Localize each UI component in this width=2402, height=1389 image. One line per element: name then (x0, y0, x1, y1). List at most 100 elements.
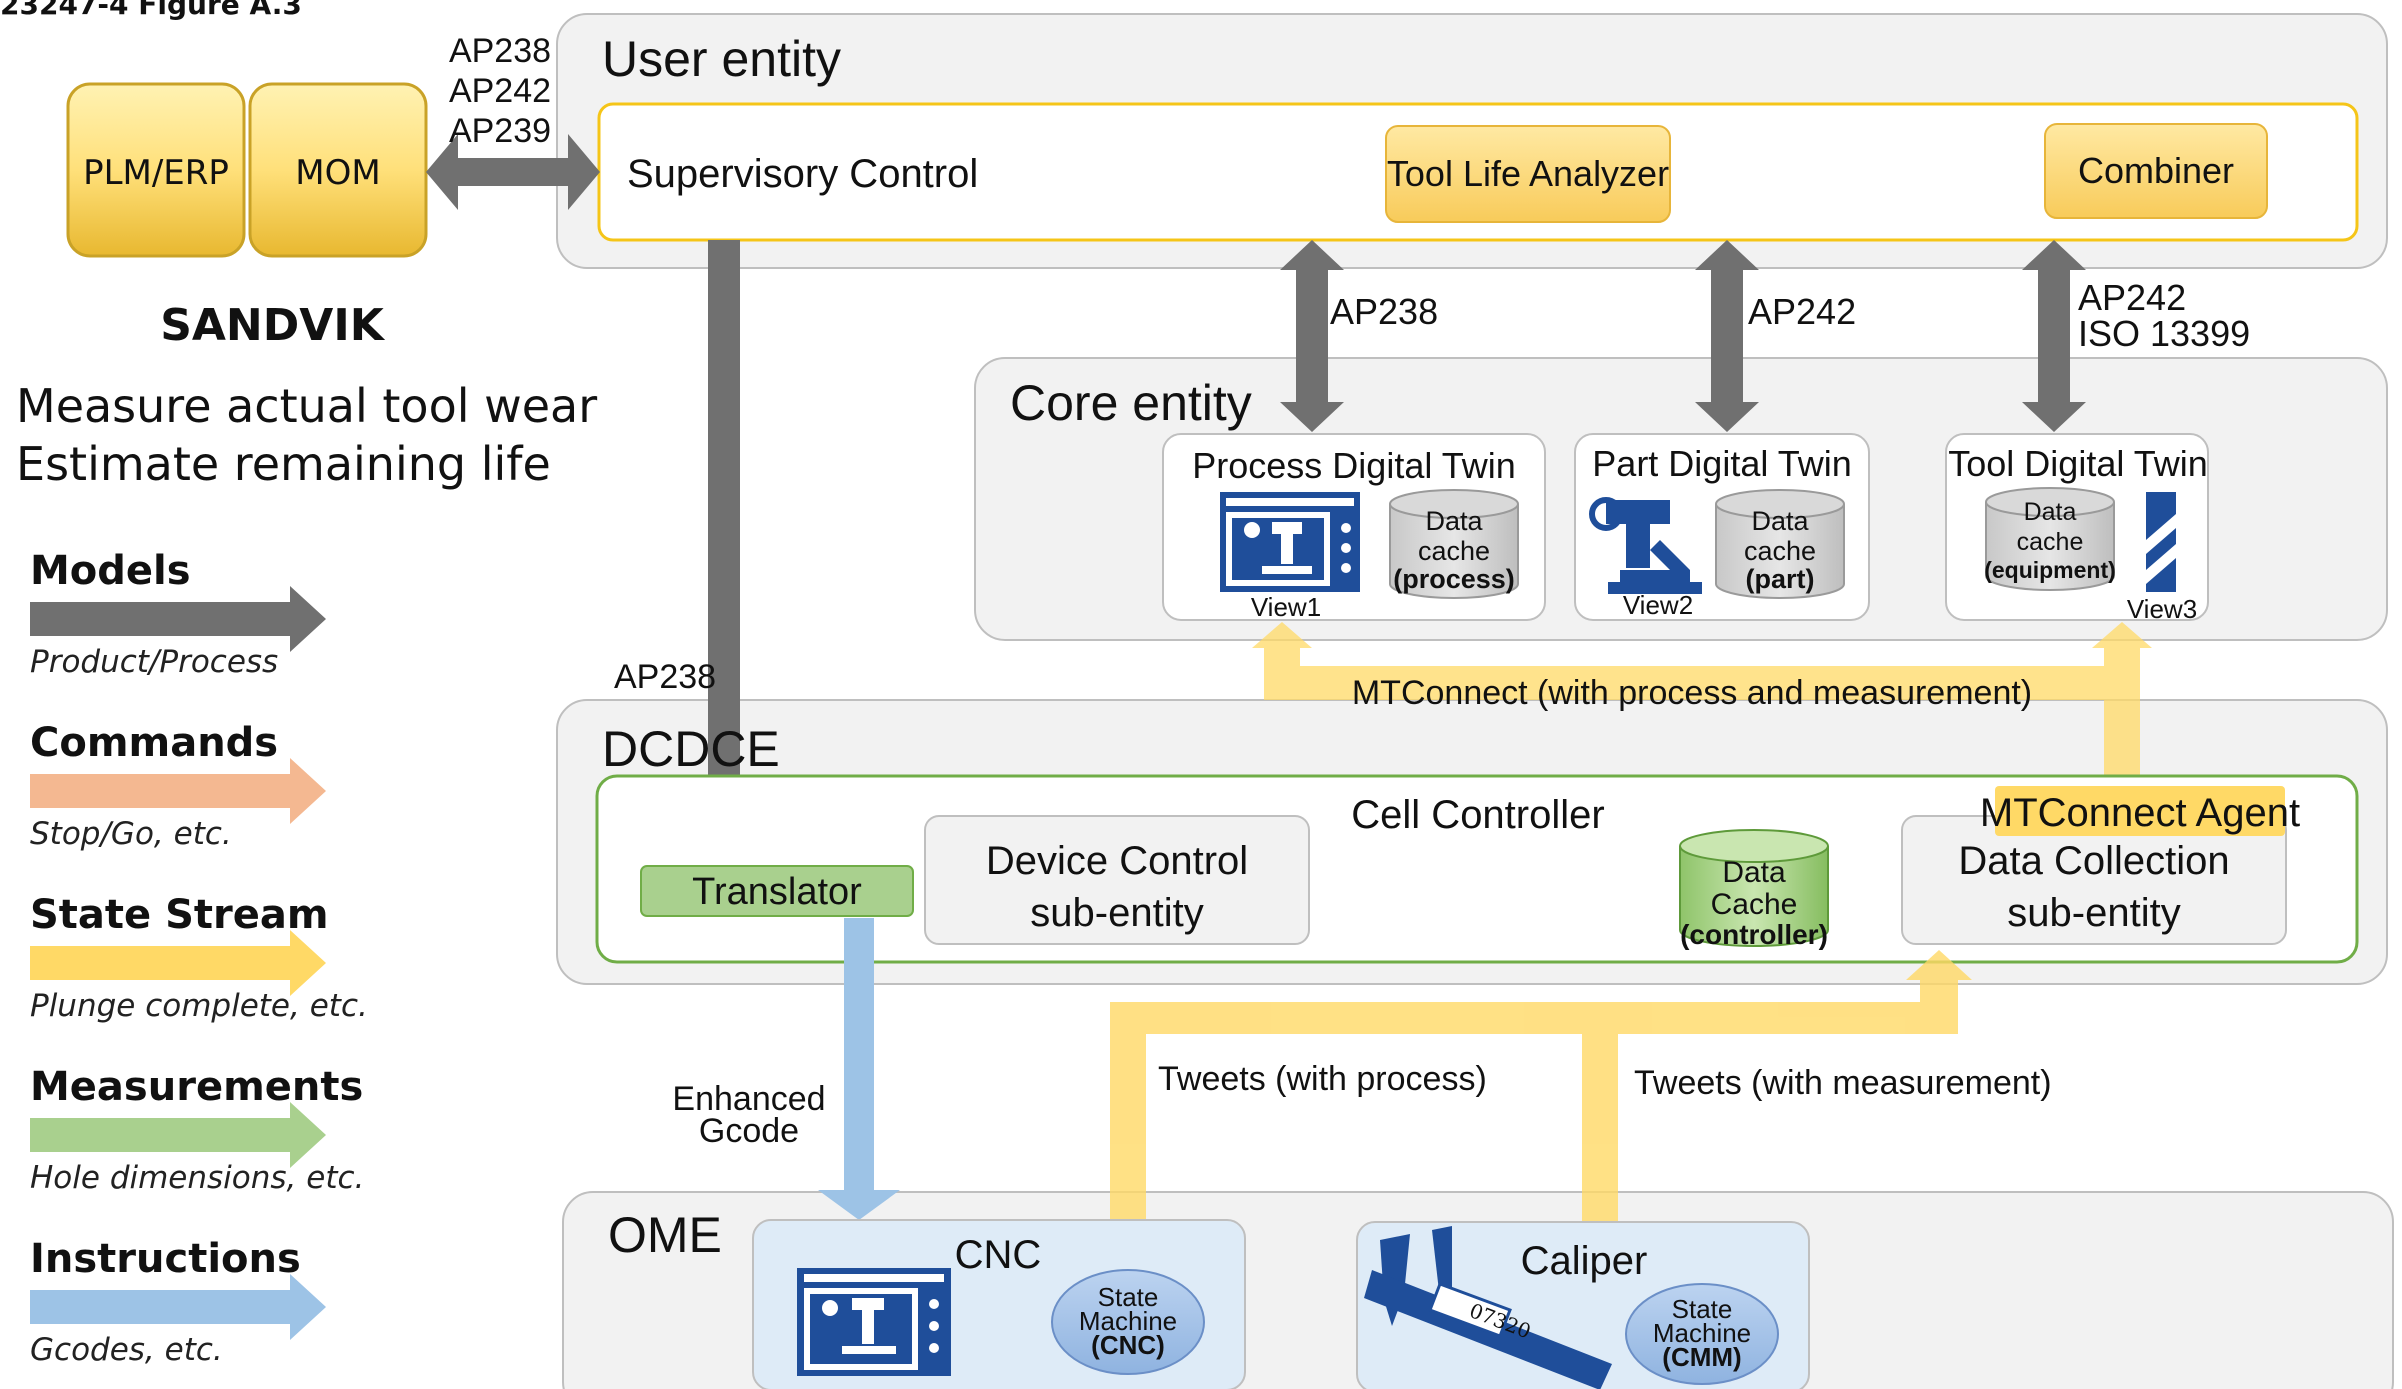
part-cache-line1: Data (1751, 506, 1809, 536)
combiner-label: Combiner (2078, 150, 2234, 191)
legend-arrow-state-stream (30, 930, 326, 996)
tool-life-analyzer-label: Tool Life Analyzer (1387, 153, 1669, 194)
ap238-left-label: AP238 (614, 658, 716, 696)
tweets-process-label: Tweets (with process) (1158, 1060, 1487, 1098)
drill-bit-icon (2146, 492, 2176, 592)
enhanced-gcode-line1: Enhanced (672, 1080, 825, 1118)
device-control-line1: Device Control (986, 839, 1248, 883)
part-cache-line2: cache (1744, 536, 1816, 566)
goal-line-1: Measure actual tool wear (16, 379, 597, 433)
legend-example: Gcodes, etc. (30, 1332, 223, 1368)
mtconnect-agent-label: MTConnect Agent (1980, 791, 2300, 835)
cnc-label: CNC (955, 1233, 1042, 1277)
link-label-ap242: AP242 (449, 72, 551, 110)
tool-cache-cylinder (1985, 487, 2115, 591)
view3-label: View3 (2127, 594, 2197, 624)
iso-13399-label: ISO 13399 (2078, 313, 2250, 354)
data-collection-line1: Data Collection (1958, 839, 2229, 883)
models-double-arrow-mom (426, 134, 600, 210)
dcdce-title: DCDCE (602, 721, 780, 777)
process-cache-cylinder (1389, 489, 1519, 599)
tweets-measurement-label: Tweets (with measurement) (1634, 1064, 2052, 1102)
controller-cache-cylinder (1679, 829, 1829, 947)
legend-item-measurements: Measurements Hole dimensions, etc. (30, 1064, 364, 1196)
data-collection-line2: sub-entity (2007, 891, 2180, 935)
legend-example: Product/Process (30, 644, 278, 680)
combiner-box (2044, 123, 2268, 219)
link-label-ap239: AP239 (449, 112, 551, 150)
part-cache-line3: (part) (1746, 564, 1815, 594)
figure-reference: 23247-4 Figure A.3 (0, 0, 302, 21)
device-control-box (924, 815, 1310, 945)
view2-label: View2 (1623, 590, 1693, 620)
part-cache-cylinder (1715, 489, 1845, 599)
legend-item-instructions: Instructions Gcodes, etc. (30, 1236, 326, 1368)
legend-example: Plunge complete, etc. (30, 988, 368, 1024)
mtconnect-label: MTConnect (with process and measurement) (1352, 674, 2032, 712)
caliper-state-line3: (CMM) (1662, 1342, 1741, 1372)
goal-line-2: Estimate remaining life (16, 437, 551, 491)
ap242-mid-label: AP242 (1748, 291, 1856, 332)
ap242-right-label: AP242 (2078, 277, 2186, 318)
cnc-machine-icon (1220, 492, 1360, 592)
tool-cache-line2: cache (2017, 528, 2084, 556)
company-name: SANDVIK (160, 300, 386, 351)
mom-label: MOM (295, 153, 380, 193)
cnc-state-machine (1051, 1269, 1205, 1375)
caliper-state-line1: State (1672, 1294, 1733, 1324)
controller-cache-line1: Data (1722, 856, 1786, 889)
caliper-label: Caliper (1521, 1239, 1648, 1283)
legend-arrow-commands (30, 758, 326, 824)
caliper-icon: 07320 (1364, 1226, 1612, 1389)
instructions-arrow-to-cnc (818, 918, 900, 1220)
device-control-line2: sub-entity (1030, 891, 1203, 935)
legend-example: Hole dimensions, etc. (30, 1160, 364, 1196)
process-cache-line2: cache (1418, 536, 1490, 566)
legend-arrow-measurements (30, 1102, 326, 1168)
models-arrow-process-twin (1280, 240, 1344, 432)
tool-cache-line3: (equipment) (1984, 557, 2116, 583)
ome-title: OME (608, 1207, 722, 1263)
process-twin-title: Process Digital Twin (1192, 445, 1515, 486)
legend-item-state-stream: State Stream Plunge complete, etc. (30, 892, 368, 1024)
cnc-state-line1: State (1098, 1282, 1159, 1312)
supervisory-control-label: Supervisory Control (627, 152, 978, 196)
cnc-state-line3: (CNC) (1091, 1330, 1165, 1360)
legend-title: Commands (30, 720, 278, 766)
caliper-state-machine (1625, 1283, 1779, 1385)
cnc-machine-icon-ome (797, 1268, 951, 1376)
link-label-ap238: AP238 (449, 32, 551, 70)
translator-box (640, 865, 914, 917)
controller-cache-line3: (controller) (1680, 919, 1828, 950)
legend-arrow-models (30, 586, 326, 652)
core-entity-title: Core entity (1010, 375, 1252, 431)
mom-box (248, 82, 428, 258)
legend-arrow-instructions (30, 1274, 326, 1340)
tool-life-analyzer-box (1385, 125, 1671, 223)
legend-example: Stop/Go, etc. (30, 816, 232, 852)
enhanced-gcode-line2: Gcode (699, 1112, 799, 1150)
plm-erp-label: PLM/ERP (83, 153, 229, 193)
models-arrow-tool-twin (2022, 240, 2086, 432)
models-arrow-part-twin (1695, 240, 1759, 432)
legend: Models Product/Process Commands Stop/Go,… (30, 548, 368, 1368)
translator-label: Translator (692, 871, 862, 913)
process-cache-line1: Data (1425, 506, 1483, 536)
legend-title: Measurements (30, 1064, 363, 1110)
part-fixture-icon (1589, 497, 1702, 594)
user-entity-title: User entity (602, 31, 841, 87)
plm-erp-box (66, 82, 246, 258)
tweets-state-stream (1110, 950, 1972, 1222)
caliper-state-line2: Machine (1653, 1318, 1751, 1348)
view1-label: View1 (1251, 592, 1321, 622)
models-arrow-to-translator (682, 240, 766, 866)
ap238-mid-label: AP238 (1330, 291, 1438, 332)
legend-item-models: Models Product/Process (30, 548, 326, 680)
legend-title: Instructions (30, 1236, 301, 1282)
legend-title: State Stream (30, 892, 329, 938)
tool-twin-title: Tool Digital Twin (1948, 443, 2207, 484)
cell-controller-label: Cell Controller (1351, 793, 1604, 837)
mtconnect-agent-box (1995, 786, 2285, 836)
legend-item-commands: Commands Stop/Go, etc. (30, 720, 326, 852)
